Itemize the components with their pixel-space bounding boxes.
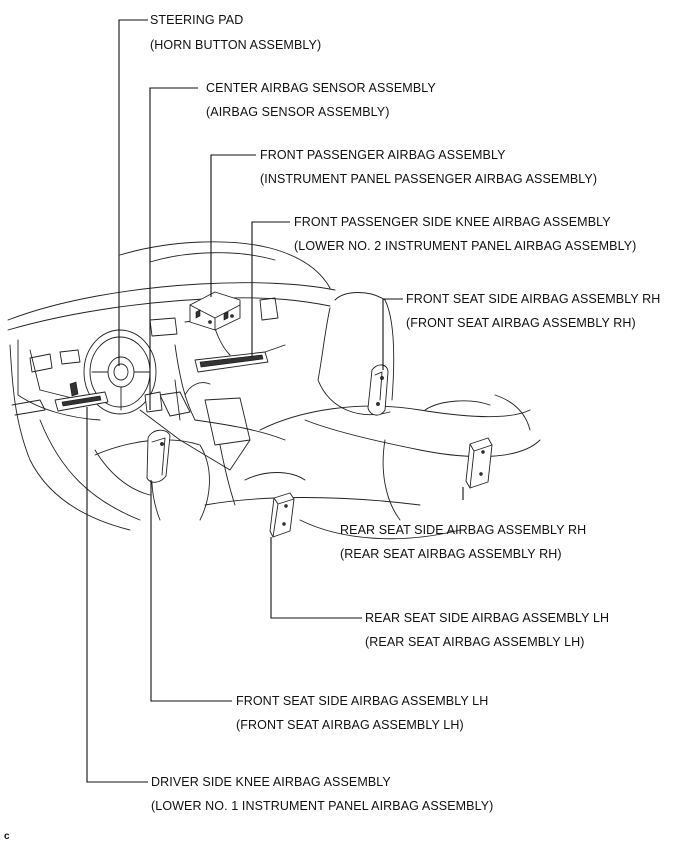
label-steering-pad-line2: (HORN BUTTON ASSEMBLY) xyxy=(150,38,322,52)
figure-code: c xyxy=(4,831,10,842)
dashboard-outline xyxy=(7,241,336,531)
front-seats-sketch xyxy=(94,292,541,540)
label-rear-seat-lh-line2: (REAR SEAT AIRBAG ASSEMBLY LH) xyxy=(365,635,585,649)
label-rear-seat-lh-line1: REAR SEAT SIDE AIRBAG ASSEMBLY LH xyxy=(365,611,610,625)
leader-steering-pad xyxy=(118,19,148,366)
label-front-seat-lh-line2: (FRONT SEAT AIRBAG ASSEMBLY LH) xyxy=(236,718,464,732)
label-front-seat-rh-line1: FRONT SEAT SIDE AIRBAG ASSEMBLY RH xyxy=(406,292,661,306)
label-front-seat-rh: FRONT SEAT SIDE AIRBAG ASSEMBLY RH (FRON… xyxy=(406,292,660,331)
leader-rear-seat-lh xyxy=(270,537,362,619)
label-passenger-knee: FRONT PASSENGER SIDE KNEE AIRBAG ASSEMBL… xyxy=(294,215,636,254)
label-front-passenger-line2: (INSTRUMENT PANEL PASSENGER AIRBAG ASSEM… xyxy=(260,172,598,186)
label-rear-seat-rh-line1: REAR SEAT SIDE AIRBAG ASSEMBLY RH xyxy=(340,523,587,537)
rear-seat-lh-airbag-sketch xyxy=(269,492,295,538)
leader-front-seat-rh xyxy=(382,298,403,370)
label-front-passenger-line1: FRONT PASSENGER AIRBAG ASSEMBLY xyxy=(260,148,506,162)
leader-driver-knee xyxy=(86,407,148,783)
label-rear-seat-lh: REAR SEAT SIDE AIRBAG ASSEMBLY LH (REAR … xyxy=(365,611,609,650)
label-front-seat-lh-line1: FRONT SEAT SIDE AIRBAG ASSEMBLY LH xyxy=(236,694,489,708)
label-steering-pad-line1: STEERING PAD xyxy=(150,13,244,27)
leader-lines xyxy=(86,19,464,783)
label-driver-knee: DRIVER SIDE KNEE AIRBAG ASSEMBLY (LOWER … xyxy=(151,775,493,814)
label-center-sensor-line2: (AIRBAG SENSOR ASSEMBLY) xyxy=(206,105,390,119)
label-front-seat-lh: FRONT SEAT SIDE AIRBAG ASSEMBLY LH (FRON… xyxy=(236,694,488,733)
rear-seat-rh-airbag-sketch xyxy=(465,437,493,489)
label-rear-seat-rh-line2: (REAR SEAT AIRBAG ASSEMBLY RH) xyxy=(340,547,562,561)
label-center-sensor: CENTER AIRBAG SENSOR ASSEMBLY (AIRBAG SE… xyxy=(206,81,436,120)
label-passenger-knee-line2: (LOWER NO. 2 INSTRUMENT PANEL AIRBAG ASS… xyxy=(294,239,637,253)
passenger-knee-airbag-sketch xyxy=(194,344,286,373)
label-rear-seat-rh: REAR SEAT SIDE AIRBAG ASSEMBLY RH (REAR … xyxy=(340,523,586,562)
leader-passenger-knee xyxy=(251,221,290,356)
leader-front-passenger xyxy=(210,154,256,297)
label-passenger-knee-line1: FRONT PASSENGER SIDE KNEE AIRBAG ASSEMBL… xyxy=(294,215,611,229)
center-console-sketch xyxy=(139,379,251,471)
leader-front-seat-lh xyxy=(150,480,232,702)
front-seat-lh-airbag-sketch xyxy=(146,429,171,483)
label-center-sensor-line1: CENTER AIRBAG SENSOR ASSEMBLY xyxy=(206,81,436,95)
label-front-passenger: FRONT PASSENGER AIRBAG ASSEMBLY (INSTRUM… xyxy=(260,148,597,187)
label-steering-pad: STEERING PAD (HORN BUTTON ASSEMBLY) xyxy=(150,13,321,53)
label-driver-knee-line1: DRIVER SIDE KNEE AIRBAG ASSEMBLY xyxy=(151,775,391,789)
passenger-airbag-module-sketch xyxy=(189,291,241,331)
driver-knee-airbag-sketch xyxy=(11,381,109,416)
leader-center-sensor xyxy=(149,87,198,410)
front-seat-rh-airbag-sketch xyxy=(367,364,389,416)
label-driver-knee-line2: (LOWER NO. 1 INSTRUMENT PANEL AIRBAG ASS… xyxy=(151,799,494,813)
label-front-seat-rh-line2: (FRONT SEAT AIRBAG ASSEMBLY RH) xyxy=(406,316,636,330)
